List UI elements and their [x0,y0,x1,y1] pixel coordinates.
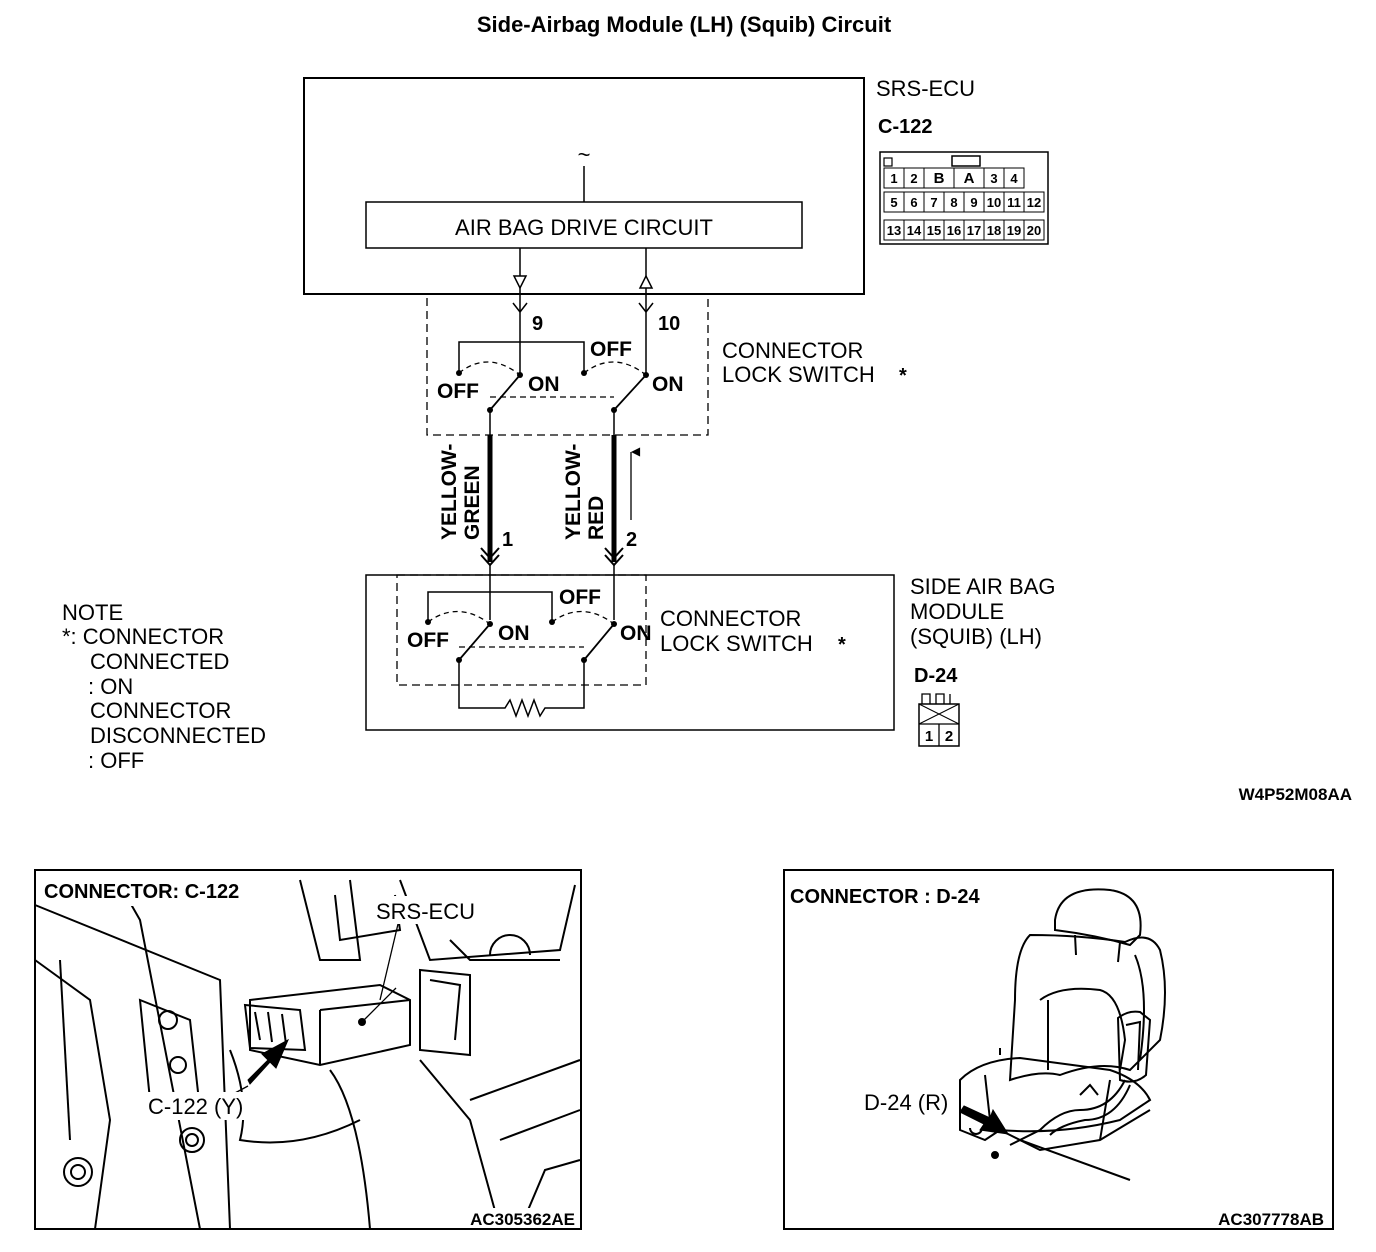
c122-pin-label: 11 [1007,195,1021,210]
c122-pin-label: B [934,170,945,187]
wire1-color-line2: GREEN [461,465,484,540]
d24-connector-face [918,693,960,747]
c122-pin-label: 1 [890,171,897,186]
output-arrow-down-icon [512,275,528,290]
connector-d24-panel-connector-label: D-24 (R) [864,1090,948,1115]
c122-pin-label: 20 [1027,223,1041,238]
c122-pin-label: 5 [890,195,897,210]
ecu-lock-switch-label-1: CONNECTOR [722,338,863,363]
seat-illustration [959,888,1166,1181]
wire2-color-line2: RED [585,496,608,540]
c122-pin-label: A [964,170,975,187]
c122-pin-cell [1003,167,1025,189]
note-heading: NOTE [62,600,123,625]
diagram-title: Side-Airbag Module (LH) (Squib) Circuit [477,12,892,37]
d24-pin-1: 1 [925,728,933,745]
connector-c122-panel [34,869,582,1230]
c122-pin-cell [1023,191,1045,213]
note-line-1: *: CONNECTOR [62,624,224,649]
ecu-terminal-10: 10 [658,313,680,335]
c122-pin-label: 13 [887,223,901,238]
module-name-line-1: SIDE AIR BAG [910,574,1056,599]
wire2-terminal: 2 [626,529,637,551]
c122-pin-label: 18 [987,223,1001,238]
connector-d24-panel-title: CONNECTOR : D-24 [790,886,981,908]
note-line-3: : ON [88,674,133,699]
module-name-line-3: (SQUIB) (LH) [910,624,1042,649]
connector-c122-panel-ecu-label: SRS-ECU [376,899,475,924]
c122-pin-label: 14 [907,223,922,238]
note-line-4: CONNECTOR [90,698,231,723]
wire2-color-line1: YELLOW- [562,444,585,540]
c122-pin-label: 8 [950,195,957,210]
connector-c122-panel-title: CONNECTOR: C-122 [44,881,239,903]
d24-pin-2: 2 [945,728,953,745]
c122-pin-label: 7 [930,195,937,210]
wire1-terminal: 1 [502,529,513,551]
c122-pin-label: 9 [970,195,977,210]
c122-pin-label: 16 [947,223,961,238]
note-line-2: CONNECTED [90,649,229,674]
c122-pin-cell [1023,219,1045,241]
ecu-lock-switch-label-2: LOCK SWITCH [722,362,875,387]
module-switch-on-right: ON [620,622,652,645]
connector-c122-panel-connector-label: C-122 (Y) [148,1094,243,1119]
module-lock-switch-label-1: CONNECTOR [660,606,801,631]
c122-pin-label: 3 [990,171,997,186]
module-lock-switch-label-2: LOCK SWITCH [660,631,813,656]
module-switch-off-right: OFF [559,586,601,609]
c122-pin-label: 15 [927,223,941,238]
note-block: NOTE *: CONNECTOR CONNECTED : ON CONNECT… [62,600,266,773]
connector-c122-panel-code: AC305362AE [470,1210,575,1229]
c122-pin-label: 17 [967,223,981,238]
connector-d24-panel-code: AC307778AB [1218,1210,1324,1229]
return-arrow-up-icon [638,274,654,289]
ecu-switch-off-right: OFF [590,338,632,361]
wire1-color-line1: YELLOW- [438,444,461,540]
module-name-line-2: MODULE [910,599,1004,624]
module-switch-on-left: ON [498,622,530,645]
ecu-terminal-9: 9 [532,313,543,335]
ecu-name: SRS-ECU [876,76,975,101]
c122-pin-label: 2 [910,171,917,186]
air-bag-drive-circuit-label: AIR BAG DRIVE CIRCUIT [455,215,713,240]
note-line-6: : OFF [88,748,144,773]
module-switch-off-left: OFF [407,629,449,652]
squib-resistor-icon [458,660,585,719]
diagram-figure-code: W4P52M08AA [1239,785,1352,804]
c122-pin-label: 19 [1007,223,1021,238]
module-connector-id: D-24 [914,665,958,687]
side-airbag-module-block [365,574,895,731]
c122-pin-label: 12 [1027,195,1041,210]
ecu-lock-switch-area [426,293,709,436]
connector-d24-panel [783,869,1334,1230]
module-lock-switch-asterisk: * [838,634,846,656]
note-line-5: DISCONNECTED [90,723,266,748]
c122-location-arrow-icon [247,1038,290,1085]
c122-pin-label: 6 [910,195,917,210]
d24-location-arrow-icon [959,1105,1009,1135]
ecu-switch-off-left: OFF [437,380,479,403]
c122-pin-label: 4 [1010,171,1018,186]
ecu-connector-id: C-122 [878,116,932,138]
ecu-switch-on-left: ON [528,373,560,396]
ecu-lock-switch-asterisk: * [899,365,907,387]
c122-pin-label: 10 [987,195,1001,210]
air-bag-drive-circuit-box [365,201,803,249]
harness-wires [480,435,641,620]
srs-ecu-block: ~ AIR BAG DRIVE CIRCUIT [303,77,865,295]
ecu-ac-symbol: ~ [578,142,591,167]
ecu-switch-on-right: ON [652,373,684,396]
